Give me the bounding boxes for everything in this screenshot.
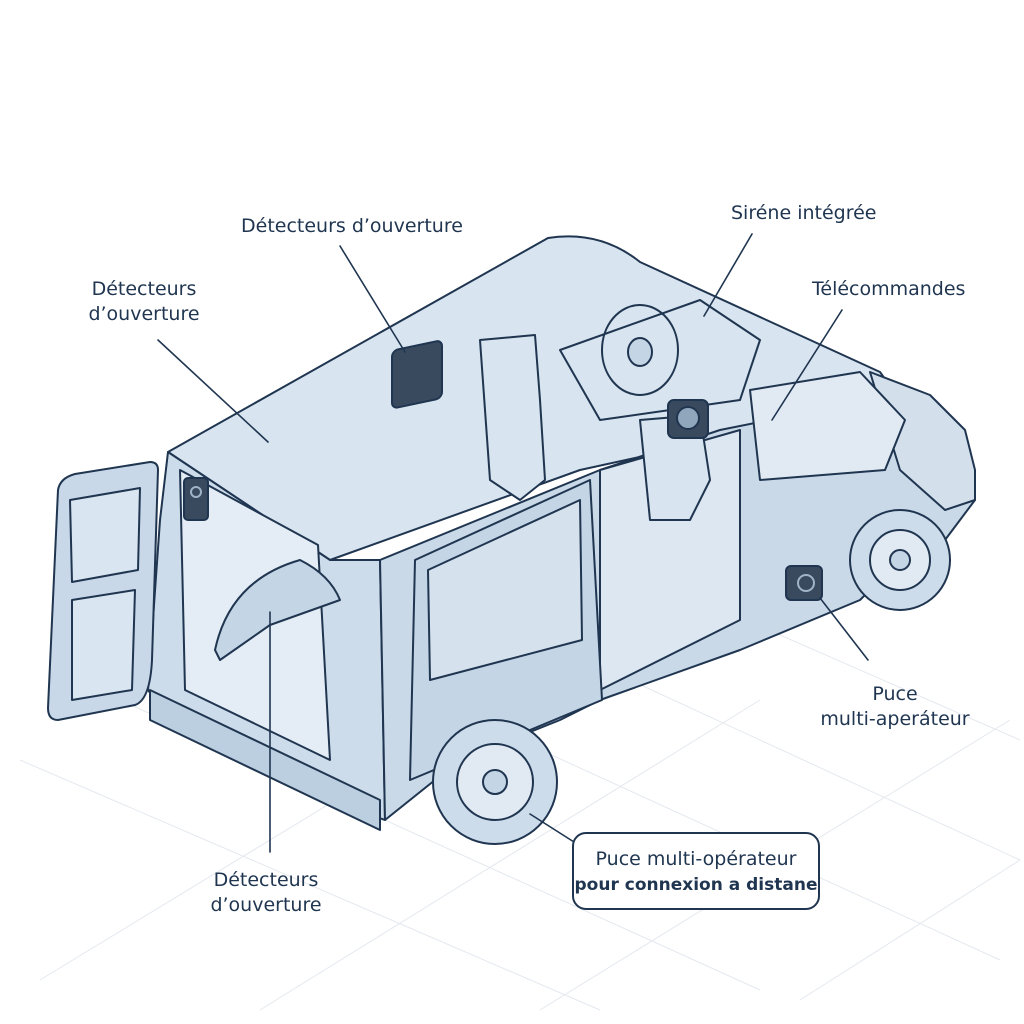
chip-module-icon [785,565,823,601]
door-sensor-icon [183,477,209,521]
siren-icon [667,399,709,439]
van-body [47,235,976,845]
label-chip: Puce multi-aperáteur [820,683,970,730]
label-left-door-sensors: Détecteurs d’ouverture [88,278,200,325]
callout-remote-connection-chip: Puce multi-opérateur pour connexion a di… [572,832,820,910]
label-top-door-sensors: Détecteurs d’ouverture [241,215,463,237]
door-sensor-icon [391,340,443,409]
label-siren: Siréne intégrée [731,202,877,224]
callout-line-2: pour connexion a distane [574,875,818,895]
label-remotes: Télécommandes [812,278,966,300]
callout-line-1: Puce multi-opérateur [595,848,797,870]
leader-lines [157,233,869,853]
label-bottom-door-sensors: Détecteurs d’ouverture [210,869,322,916]
